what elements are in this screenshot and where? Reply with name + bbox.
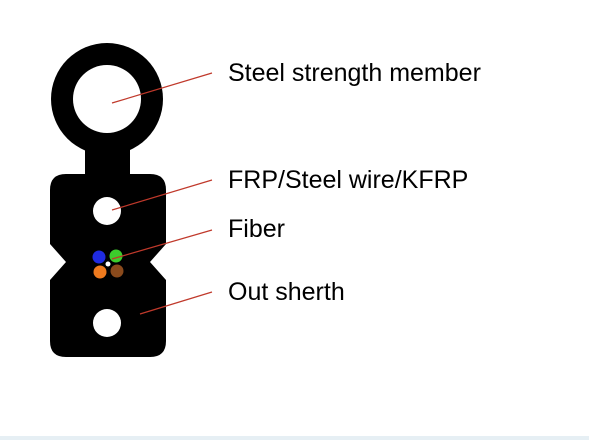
label-steel-strength-member: Steel strength member [228,59,481,87]
fiber-brown [110,264,124,278]
leader-line-frp-steel-wire [111,179,213,211]
fiber-center [105,261,111,267]
fiber-orange [93,265,107,279]
steel-strength-member-hole [73,65,141,133]
bottom-edge-strip [0,436,589,440]
leader-line-out-sheath [139,291,213,315]
frp-steel-wire-top [93,197,121,225]
frp-steel-wire-bottom [93,309,121,337]
label-frp-steel-wire-kfrp: FRP/Steel wire/KFRP [228,166,469,194]
messenger-neck [85,140,130,180]
label-out-sheath: Out sherth [228,278,345,306]
fiber-blue [92,250,106,264]
leader-line-steel-strength-member [111,72,213,104]
leader-line-fiber [111,229,213,260]
label-fiber: Fiber [228,215,285,243]
